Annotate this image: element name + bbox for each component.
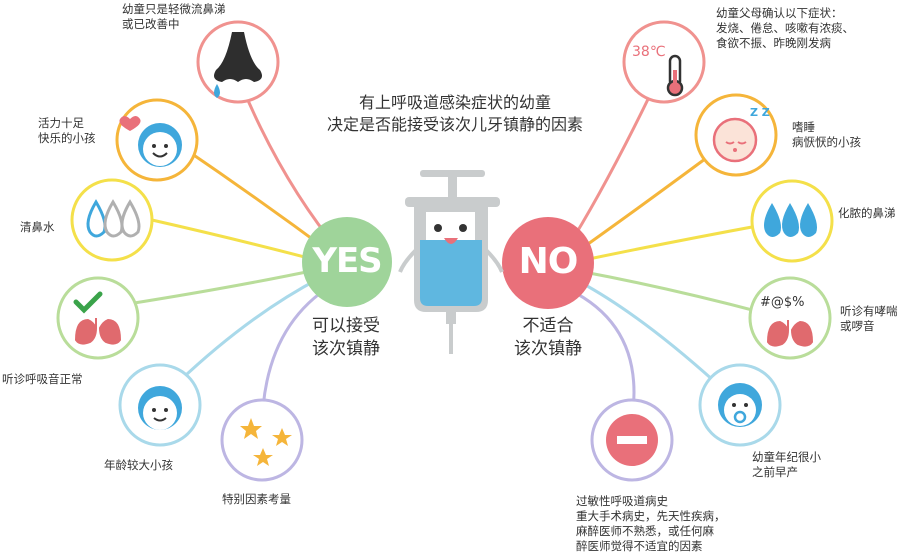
yes-caption: 可以接受 该次镇静 (312, 316, 380, 359)
icon-clear-drops (70, 178, 154, 262)
icon-no-entry (590, 398, 674, 482)
no-badge: NO (518, 241, 579, 282)
label-stars: 特别因素考量 (222, 492, 291, 506)
label-thermometer: 幼童父母确认以下症状： 发烧、倦怠、咳嗽有浓痰、 食欲不振、昨晚刚发病 (716, 6, 854, 50)
label-no-entry: 过敏性呼吸道病史 重大手术病史，先天性疾病， 麻醉医师不熟悉，或任何麻 醉医师觉… (576, 494, 726, 553)
icon-thermometer: 38℃ (622, 20, 706, 104)
icon-healthy-lungs (56, 276, 140, 360)
no-bubble (502, 217, 594, 309)
icon-thick-drops (750, 179, 834, 263)
label-happy-child: 活力十足 快乐的小孩 (38, 116, 96, 145)
yes-bubble (302, 217, 392, 307)
star-3 (253, 448, 273, 466)
label-wheezing-lungs: 听诊有哮喘 或啰音 (840, 304, 898, 333)
check-icon (73, 291, 103, 314)
nose-icon (214, 32, 262, 82)
icon-stars (220, 398, 304, 482)
lungs-icon (74, 318, 122, 345)
sleep-z: Z Z (750, 106, 770, 119)
icon-infant (698, 363, 782, 447)
label-thick-drops: 化脓的鼻涕 (838, 206, 896, 220)
pacifier (733, 410, 747, 424)
label-sleepy-child: 嗜睡 病恹恹的小孩 (792, 120, 861, 149)
clear-drop-3 (120, 199, 141, 238)
icon-runny-nose (196, 20, 280, 104)
label-older-child: 年龄较大小孩 (104, 458, 173, 472)
yes-badge: YES (312, 241, 382, 281)
star-1 (240, 418, 262, 439)
thermometer-reading: 38℃ (632, 44, 666, 60)
label-clear-drops: 清鼻水 (20, 220, 55, 234)
star-2 (272, 428, 292, 446)
label-infant: 幼童年纪很小 之前早产 (752, 450, 821, 479)
drop-icon (214, 84, 220, 98)
label-healthy-lungs: 听诊呼吸音正常 (2, 372, 83, 386)
icon-wheezing-lungs: #@$% (748, 276, 832, 360)
icon-sleepy-child: Z Z (694, 93, 778, 177)
wheeze-symbols: #@$% (760, 295, 805, 310)
connector-yes-drops (151, 218, 317, 262)
heart-icon (119, 116, 141, 131)
icon-older-child (118, 363, 202, 447)
label-runny-nose: 幼童只是轻微流鼻涕 或已改善中 (122, 2, 226, 31)
diagram-title: 有上呼吸道感染症状的幼童 决定是否能接受该次儿牙镇静的因素 (326, 93, 583, 134)
icon-happy-child (115, 98, 199, 182)
syringe-icon (398, 170, 504, 354)
no-caption: 不适合 该次镇静 (514, 316, 582, 359)
